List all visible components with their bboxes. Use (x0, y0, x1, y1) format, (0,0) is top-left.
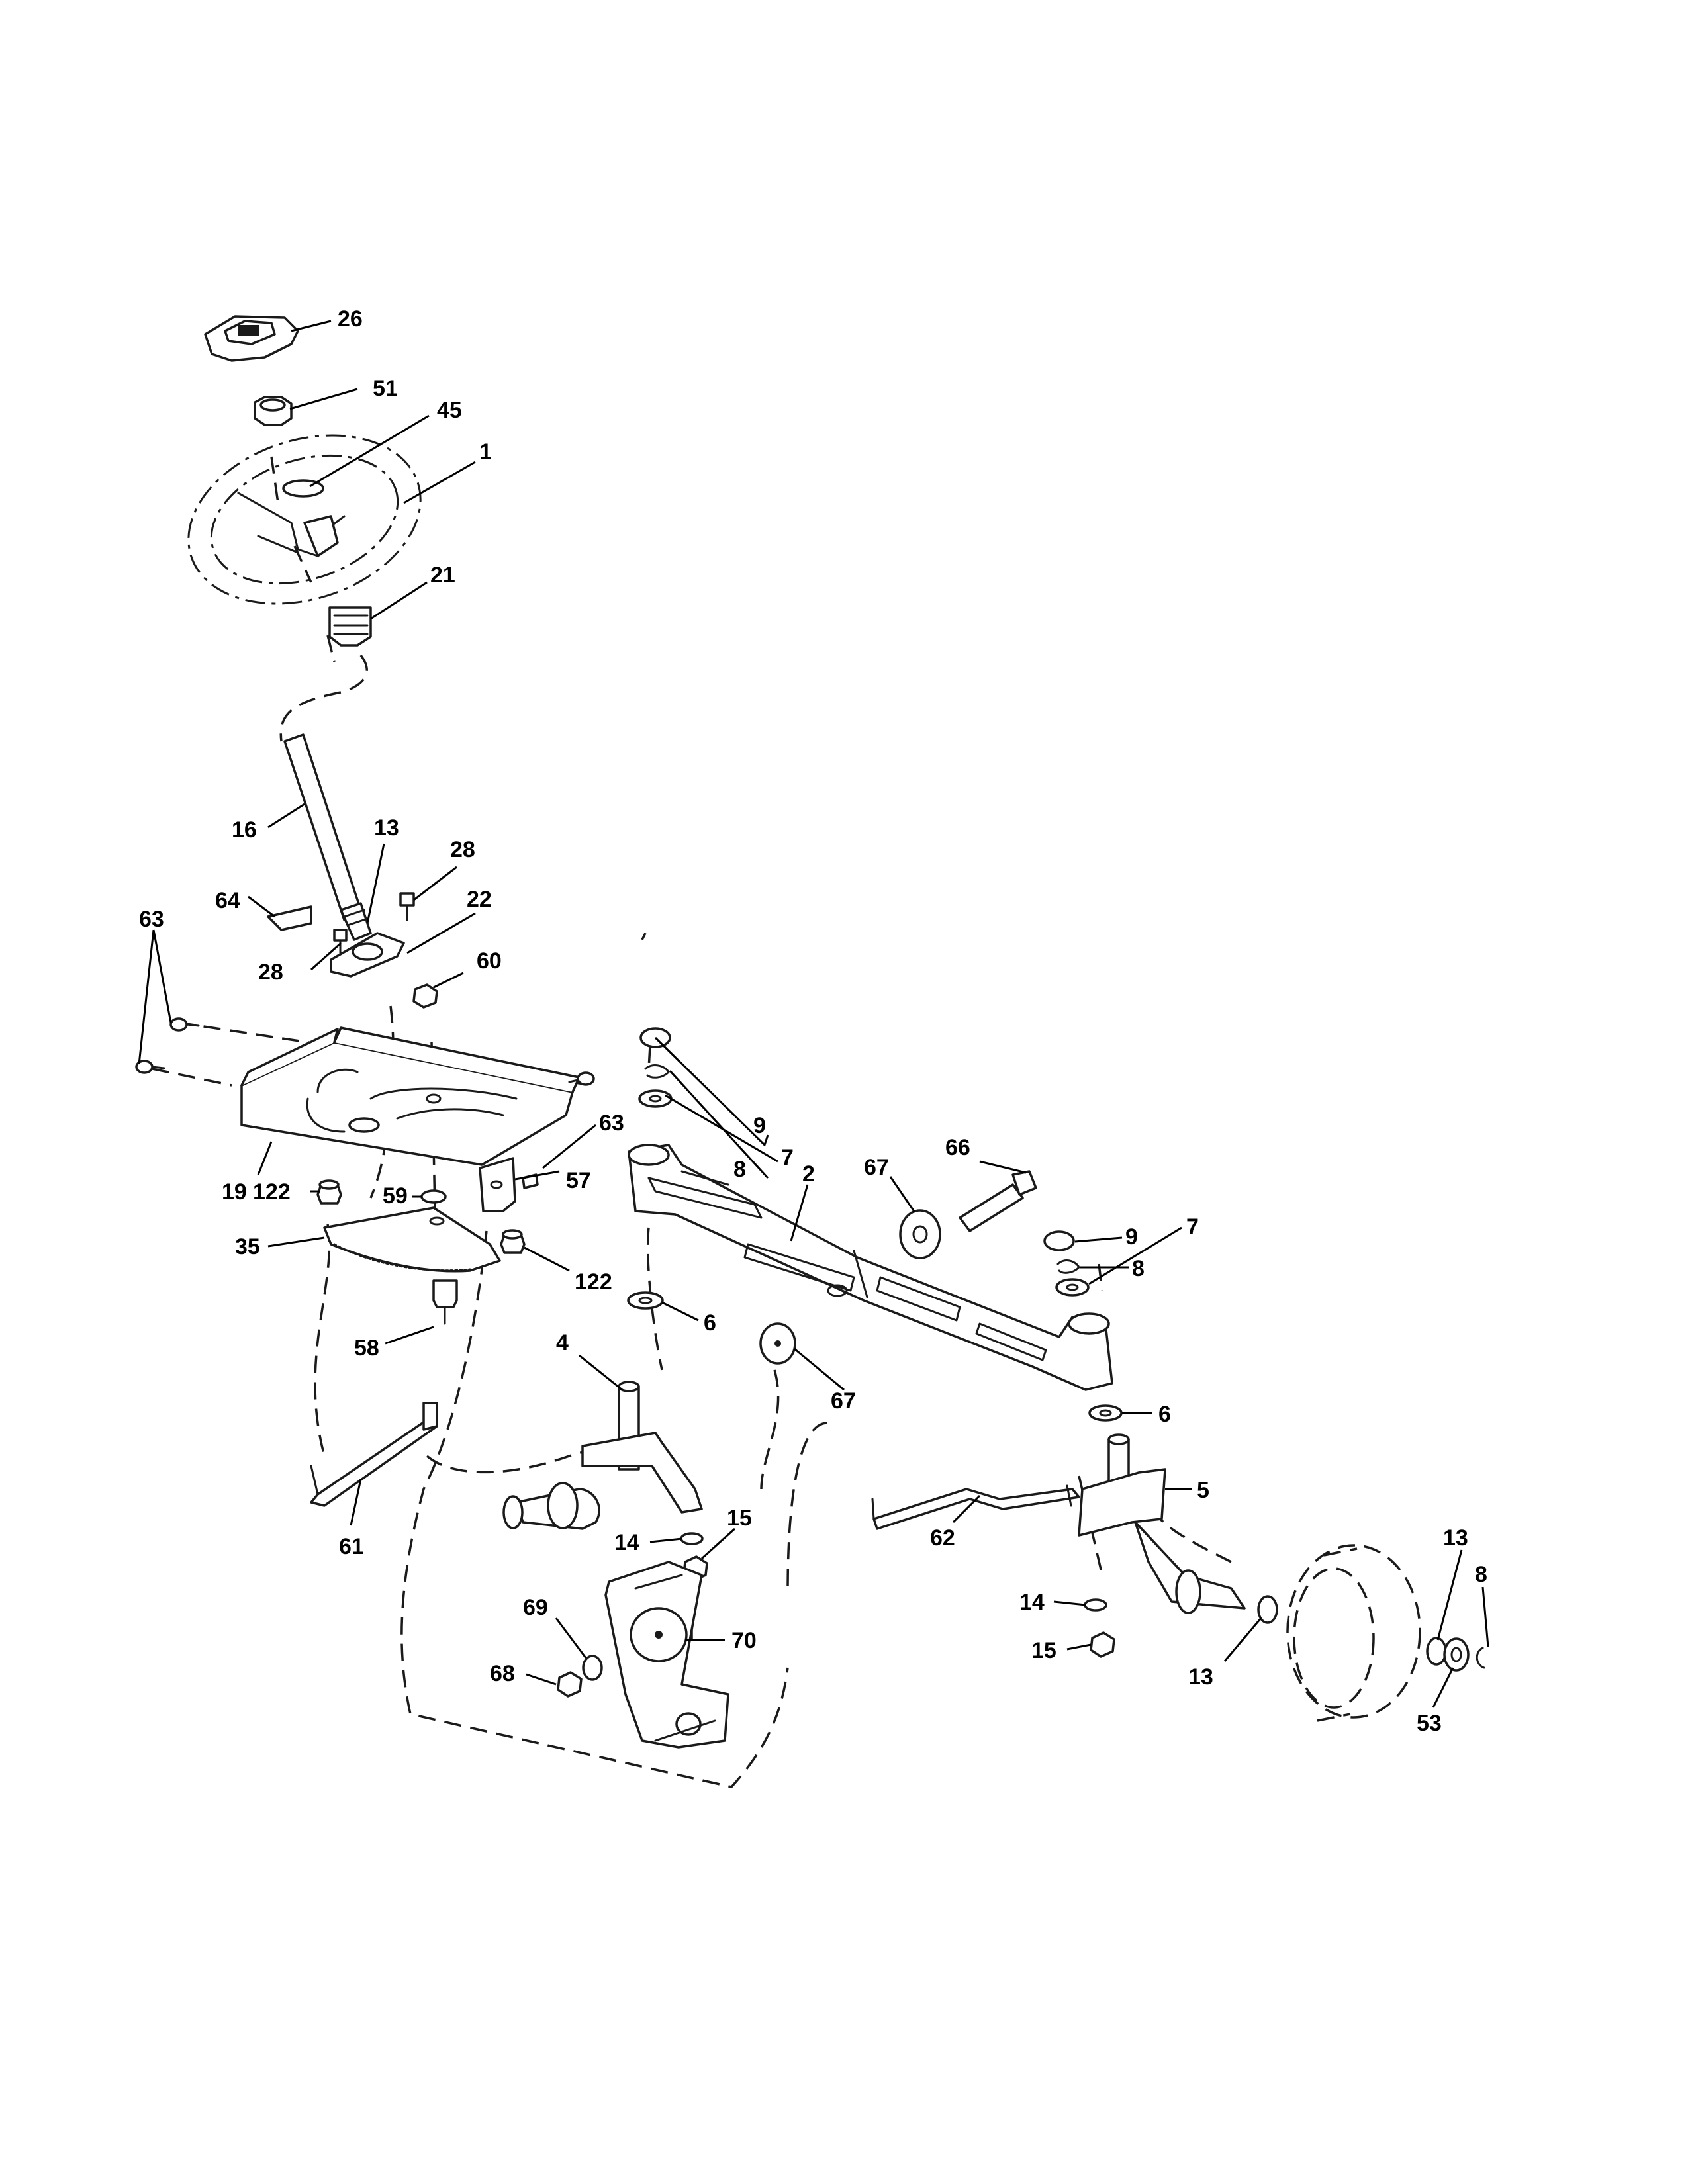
washers-14 (680, 1532, 1107, 1612)
callout-15-right: 15 (1031, 1638, 1056, 1663)
callout-62: 62 (930, 1525, 955, 1551)
front-wheel (1286, 1544, 1421, 1722)
callout-15-left: 15 (727, 1506, 752, 1531)
callout-14-left: 14 (614, 1530, 639, 1555)
bracket-57 (479, 1157, 516, 1212)
steering-bracket-19 (240, 1026, 581, 1166)
callout-9-left: 9 (753, 1113, 766, 1138)
tie-rod-62 (871, 1484, 1080, 1530)
callout-53: 53 (1417, 1711, 1442, 1736)
callout-4: 4 (556, 1330, 569, 1355)
callout-57: 57 (566, 1168, 591, 1193)
callout-7-right: 7 (1186, 1214, 1199, 1240)
steering-wheel (187, 434, 422, 605)
callout-69: 69 (523, 1595, 548, 1620)
nut-68 (557, 1671, 583, 1698)
callout-60: 60 (477, 948, 502, 974)
callout-6-right: 6 (1158, 1402, 1171, 1427)
callout-7-left: 7 (781, 1145, 794, 1170)
callout-16: 16 (232, 817, 257, 842)
callout-63-left: 63 (139, 907, 164, 932)
callout-45: 45 (437, 398, 462, 423)
spindle-5-right (1078, 1433, 1246, 1614)
callout-13-column: 13 (374, 815, 399, 841)
callout-8-left: 8 (733, 1157, 746, 1182)
callout-8-wheel: 8 (1475, 1562, 1487, 1587)
spindle-4-left (502, 1381, 703, 1530)
wheel-hardware-outer (1426, 1637, 1485, 1672)
callout-67-lower: 67 (831, 1388, 856, 1414)
callout-2: 2 (802, 1161, 815, 1187)
leader-lines (138, 320, 1489, 1708)
callout-28-upper: 28 (450, 837, 475, 862)
callout-26: 26 (338, 306, 363, 332)
callout-9-right: 9 (1125, 1224, 1138, 1250)
callout-66: 66 (945, 1135, 970, 1160)
steering-shaft (283, 733, 372, 941)
bushings-122 (316, 1179, 526, 1254)
callout-122-right: 122 (575, 1269, 612, 1295)
callout-19: 19 (222, 1179, 247, 1205)
callout-6-left: 6 (704, 1310, 716, 1336)
shoulder-bolt-58 (432, 1279, 458, 1325)
sector-gear-35 (323, 1206, 501, 1273)
flange-bushing (330, 932, 405, 978)
washer-13-inner (1257, 1595, 1278, 1624)
washer-69 (582, 1655, 603, 1681)
callout-labels: 26 51 45 1 21 16 13 28 64 22 63 28 60 63… (139, 306, 1487, 1736)
bushings-67 (759, 1209, 941, 1365)
callout-58: 58 (354, 1336, 379, 1361)
callout-68: 68 (490, 1661, 515, 1686)
callout-21: 21 (430, 563, 455, 588)
front-axle-2 (628, 1144, 1113, 1391)
callout-5: 5 (1197, 1478, 1209, 1503)
drag-link-61 (310, 1402, 438, 1507)
callout-61: 61 (339, 1534, 364, 1559)
washers-7 (638, 1089, 1090, 1297)
pivot-bolt-66 (959, 1170, 1037, 1232)
bracket-70 (604, 1561, 729, 1749)
washers-6 (627, 1291, 1123, 1422)
bolts-63-left (135, 1017, 200, 1074)
clips-8 (644, 1064, 1080, 1274)
callout-14-right: 14 (1019, 1590, 1045, 1615)
steering-wheel-adapter (328, 606, 372, 647)
callout-67-upper: 67 (864, 1155, 889, 1180)
steering-wheel-cap (204, 315, 299, 362)
callout-13-outer: 13 (1443, 1525, 1468, 1551)
callout-22: 22 (467, 887, 492, 912)
callout-122-left: 122 (253, 1179, 291, 1205)
callout-8-right: 8 (1132, 1256, 1145, 1281)
callout-28-lower: 28 (258, 960, 283, 985)
callout-1: 1 (479, 439, 492, 465)
washer-59 (420, 1189, 447, 1204)
callout-64: 64 (215, 888, 240, 913)
callout-63-right: 63 (599, 1111, 624, 1136)
clip-64 (267, 905, 312, 931)
callout-70: 70 (731, 1628, 757, 1653)
nut-60 (412, 983, 438, 1009)
steering-nut (254, 396, 293, 426)
callout-59: 59 (383, 1183, 408, 1208)
callout-51: 51 (373, 376, 398, 401)
callout-35: 35 (235, 1234, 260, 1259)
callout-13-inner: 13 (1188, 1664, 1213, 1690)
